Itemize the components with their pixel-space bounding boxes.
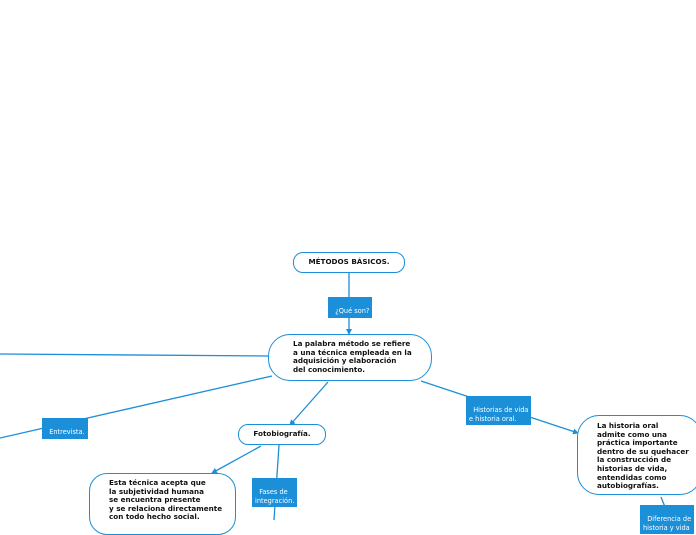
connector-label-text: Historias de vida e historia oral.	[469, 406, 529, 423]
definition-to-fotobiografia-line	[289, 381, 329, 426]
fotobiografia-node-label: Fotobiografía.	[253, 429, 311, 438]
connector-label-historias-de-vida[interactable]: Historias de vida e historia oral.	[466, 396, 532, 426]
historia-oral-node-label: La historia oral admite como una práctic…	[597, 421, 689, 491]
connector-label-text: Entrevista.	[49, 428, 85, 437]
connector-label-entrevista[interactable]: Entrevista.	[42, 418, 88, 439]
connector-label-que-son[interactable]: ¿Qué son?	[328, 297, 373, 318]
connector-label-text: Diferencia de historia y vida	[643, 515, 692, 532]
connector-label-fases-de-integracion[interactable]: Fases de integración.	[252, 478, 298, 508]
definition-node[interactable]: La palabra método se refiere a una técni…	[268, 334, 432, 381]
fotobiografia-node[interactable]: Fotobiografía.	[238, 424, 326, 445]
subjetividad-node[interactable]: Esta técnica acepta que la subjetividad …	[89, 473, 236, 535]
definition-to-entrevista-line	[0, 375, 273, 439]
root-node-metodos-basicos[interactable]: MÉTODOS BÁSICOS.	[293, 252, 405, 273]
fotobiografia-to-subjetividad-line	[211, 445, 262, 474]
connector-label-text: Fases de integración.	[255, 488, 295, 505]
root-node-label: MÉTODOS BÁSICOS.	[308, 257, 390, 266]
definition-node-label: La palabra método se refiere a una técni…	[293, 339, 412, 374]
subjetividad-node-label: Esta técnica acepta que la subjetividad …	[109, 478, 223, 522]
connector-label-text: ¿Qué son?	[335, 307, 370, 316]
definition-to-left-line	[0, 353, 269, 357]
historia-oral-node[interactable]: La historia oral admite como una práctic…	[577, 415, 696, 495]
